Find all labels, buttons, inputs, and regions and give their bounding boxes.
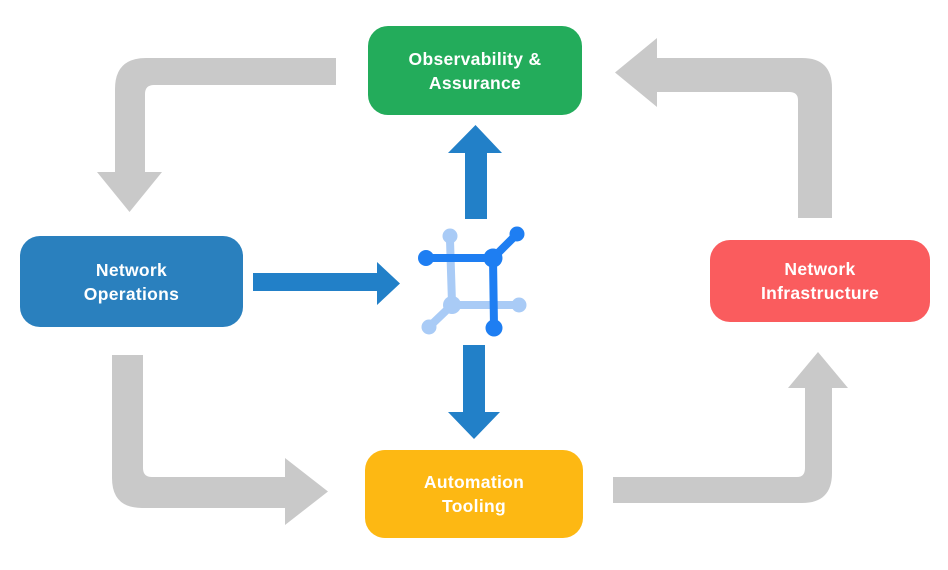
network-mesh-icon bbox=[418, 226, 527, 337]
box-network-operations: Network Operations bbox=[20, 236, 243, 327]
box-automation-label-line2: Tooling bbox=[442, 496, 506, 516]
arrow-hub-to-observability bbox=[448, 125, 502, 219]
box-observability-label-line1: Observability & bbox=[408, 48, 542, 69]
arrow-hub-to-automation bbox=[448, 345, 500, 439]
box-automation-label-line1: Automation bbox=[423, 472, 525, 492]
arrow-operations-to-hub bbox=[253, 262, 400, 305]
arrow-operations-to-automation bbox=[112, 355, 328, 525]
box-observability-assurance: Observability & Assurance bbox=[368, 26, 582, 115]
box-operations-label-line2: Operations bbox=[83, 283, 180, 304]
box-operations-label-line1: Network bbox=[95, 259, 168, 280]
arrow-infrastructure-to-observability bbox=[615, 38, 832, 218]
network-mesh-icon-dark-nodes bbox=[418, 226, 525, 337]
box-observability-label-line2: Assurance bbox=[428, 72, 522, 93]
network-mesh-icon-light-nodes bbox=[421, 228, 527, 335]
box-network-infrastructure: Network Infrastructure bbox=[710, 240, 930, 322]
arrow-automation-to-infrastructure bbox=[613, 352, 848, 503]
arrow-observability-to-operations bbox=[97, 58, 336, 212]
box-automation-tooling: Automation Tooling bbox=[365, 450, 583, 538]
network-mesh-icon-light-strokes bbox=[426, 236, 523, 330]
box-infrastructure-label-line1: Network bbox=[784, 259, 856, 279]
box-infrastructure-label-line2: Infrastructure bbox=[761, 283, 879, 303]
